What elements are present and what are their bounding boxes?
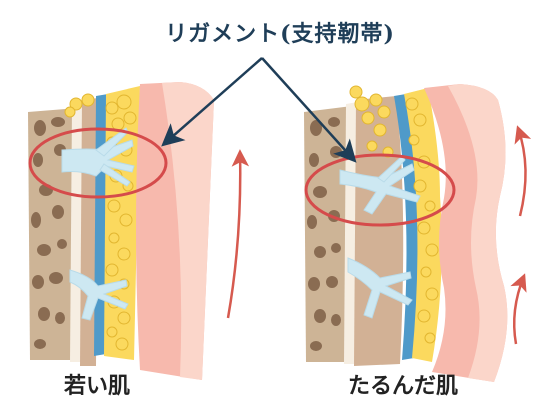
ligament-strands xyxy=(61,127,135,321)
sagging-skin-illustration xyxy=(304,84,532,382)
pointer-arrow-right xyxy=(261,57,357,163)
sag-arrow-upper xyxy=(514,125,532,217)
bone-pores xyxy=(31,117,67,349)
ligament-title: リガメント(支持靭帯) xyxy=(165,21,395,47)
skin-surface-right xyxy=(448,84,508,382)
skin-surface xyxy=(162,82,214,380)
title-pointer-arrows xyxy=(161,57,357,163)
ligament-highlight-ellipse-right xyxy=(304,153,456,227)
sag-arrow-lower xyxy=(510,273,527,345)
pointer-arrow-left xyxy=(161,57,263,147)
sagging-skin-caption: たるんだ肌 xyxy=(348,373,459,399)
ligament-highlight-ellipse-left xyxy=(28,127,168,199)
muscle-layer-right xyxy=(354,96,404,366)
young-skin-illustration xyxy=(28,82,250,380)
fascia-layer-right xyxy=(394,94,420,360)
lift-arrow-left xyxy=(226,149,250,319)
ligament-strands-right xyxy=(339,155,421,319)
young-skin-caption: 若い肌 xyxy=(64,373,131,399)
